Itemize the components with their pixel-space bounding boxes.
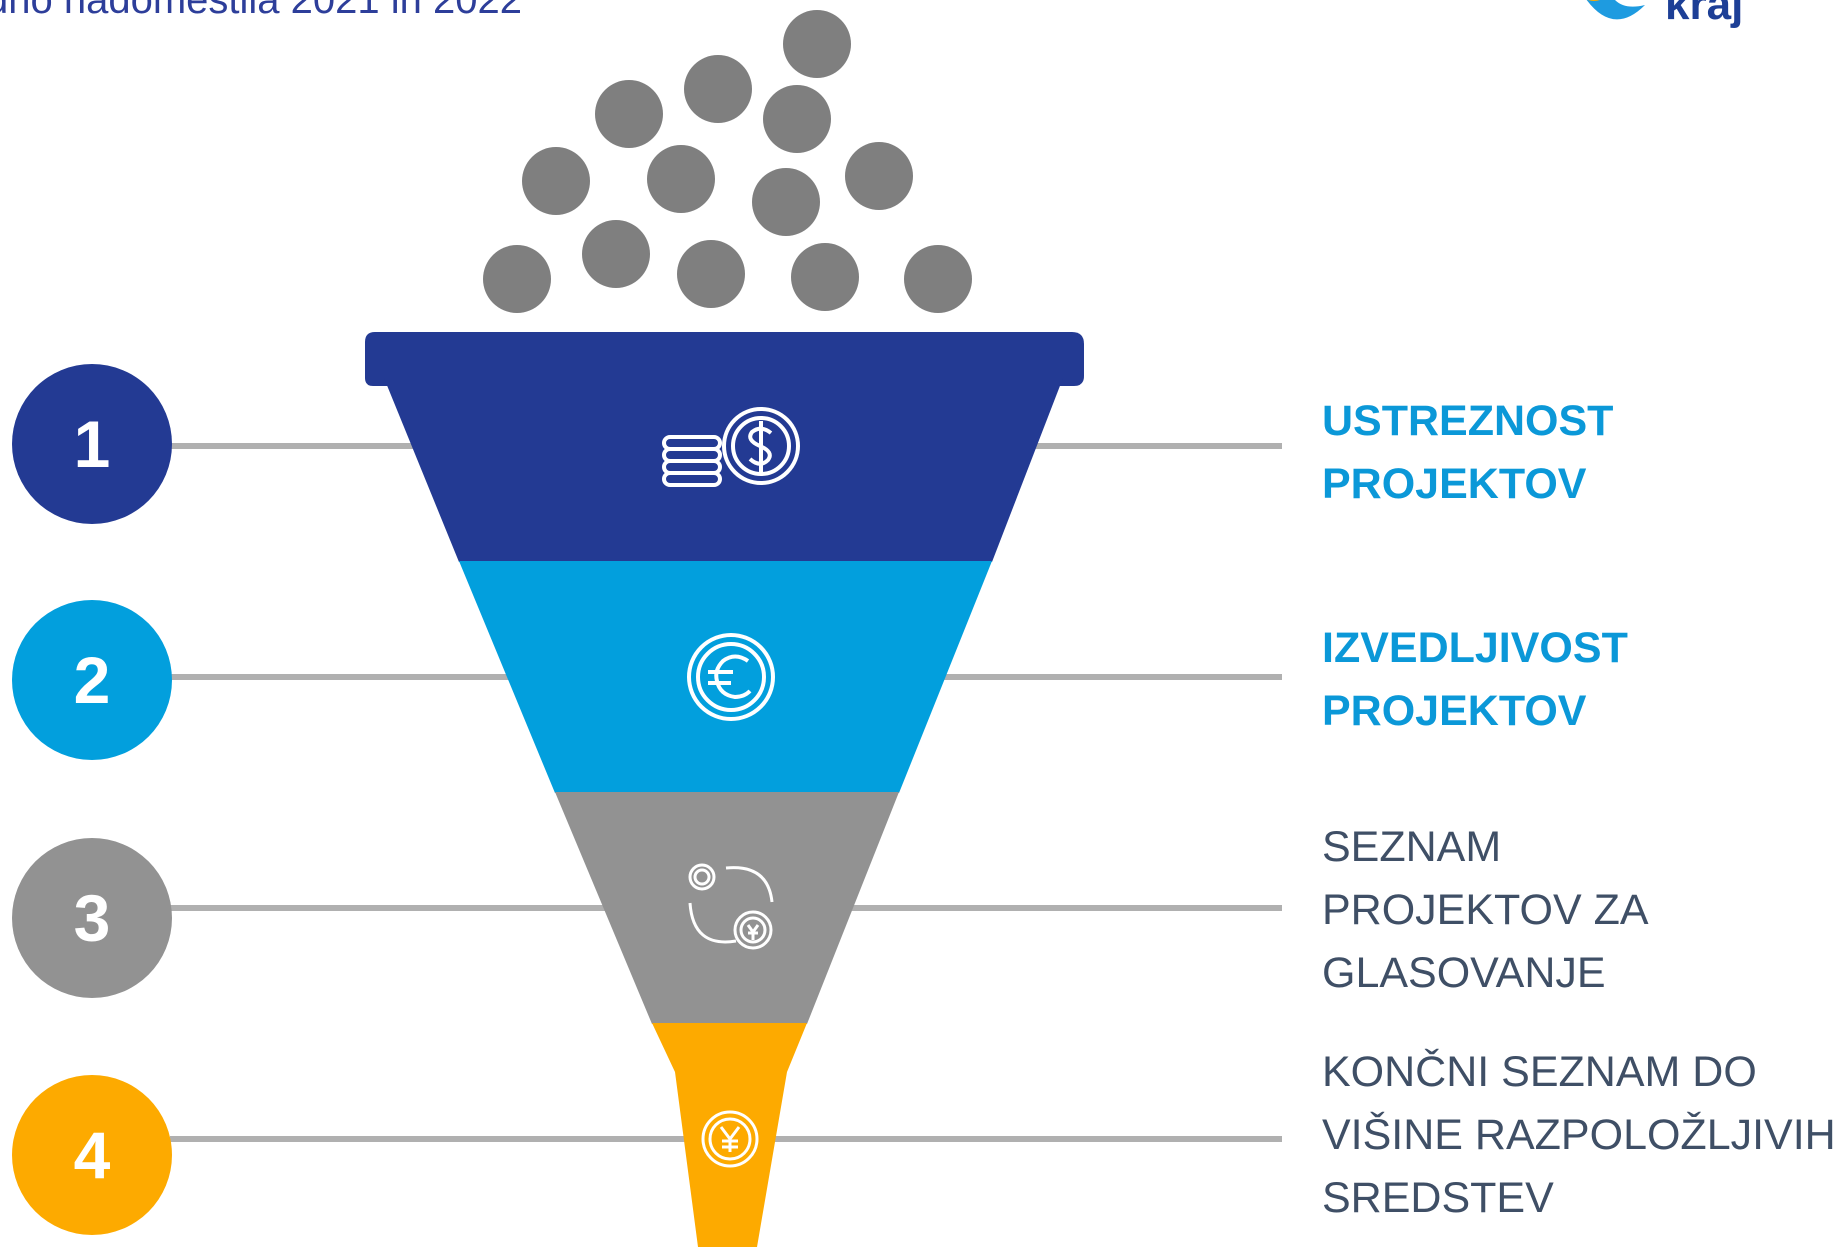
stage-label-line: SEZNAM [1322, 823, 1502, 871]
stage-label-line: PROJEKTOV ZA [1322, 886, 1649, 934]
stage-label-line: GLASOVANJE [1322, 949, 1606, 997]
step-number-4: 4 [74, 1118, 111, 1192]
stage-label-3: SEZNAM PROJEKTOV ZA GLASOVANJE [1322, 816, 1649, 1005]
project-ball [763, 85, 831, 153]
stage-label-line: PROJEKTOV [1322, 687, 1587, 735]
yen-coin-icon [701, 1110, 759, 1168]
logo-bird-icon [1586, 0, 1645, 20]
funnel-rim [365, 332, 1084, 386]
stage-label-line: USTREZNOST [1322, 397, 1614, 445]
coins-dollar-icon [662, 407, 800, 487]
project-ball [791, 243, 859, 311]
logo-text: kraj [1665, 0, 1744, 29]
currency-exchange-icon [688, 863, 774, 950]
page-title: dno nadomestila 2021 in 2022 [0, 0, 522, 22]
funnel-stage-2 [459, 561, 992, 793]
project-ball [647, 145, 715, 213]
step-number-2: 2 [74, 643, 111, 717]
stage-label-line: PROJEKTOV [1322, 460, 1587, 508]
logo: kraj [1570, 0, 1839, 40]
project-ball [677, 240, 745, 308]
project-ball [595, 80, 663, 148]
step-circle-3 [12, 838, 172, 998]
funnel-stage-1 [384, 378, 1063, 562]
project-ball [483, 245, 551, 313]
stage-label-line: KONČNI SEZNAM DO [1322, 1048, 1757, 1096]
stage-label-line: VIŠINE RAZPOLOŽLJIVIH [1322, 1111, 1836, 1159]
project-ball [752, 168, 820, 236]
project-ball [582, 220, 650, 288]
step-circle-1 [12, 364, 172, 524]
step-circle-4 [12, 1075, 172, 1235]
stage-label-1: USTREZNOST PROJEKTOV [1322, 390, 1613, 516]
funnel [365, 332, 1084, 1247]
step-circle-2 [12, 600, 172, 760]
project-balls [483, 10, 972, 313]
stage-label-line: IZVEDLJIVOST [1322, 624, 1628, 672]
project-ball [783, 10, 851, 78]
step-number-1: 1 [74, 407, 111, 481]
project-ball [904, 245, 972, 313]
project-ball [522, 147, 590, 215]
project-ball [684, 55, 752, 123]
funnel-stage-3 [555, 792, 899, 1024]
step-number-badges: 1 2 3 4 [12, 364, 172, 1235]
euro-coin-icon [687, 633, 775, 721]
stage-label-line: SREDSTEV [1322, 1174, 1554, 1222]
stage-label-2: IZVEDLJIVOST PROJEKTOV [1322, 617, 1628, 743]
step-number-3: 3 [74, 881, 111, 955]
stage-label-4: KONČNI SEZNAM DO VIŠINE RAZPOLOŽLJIVIH S… [1322, 1041, 1836, 1230]
funnel-stage-4 [652, 1023, 807, 1247]
project-ball [845, 142, 913, 210]
